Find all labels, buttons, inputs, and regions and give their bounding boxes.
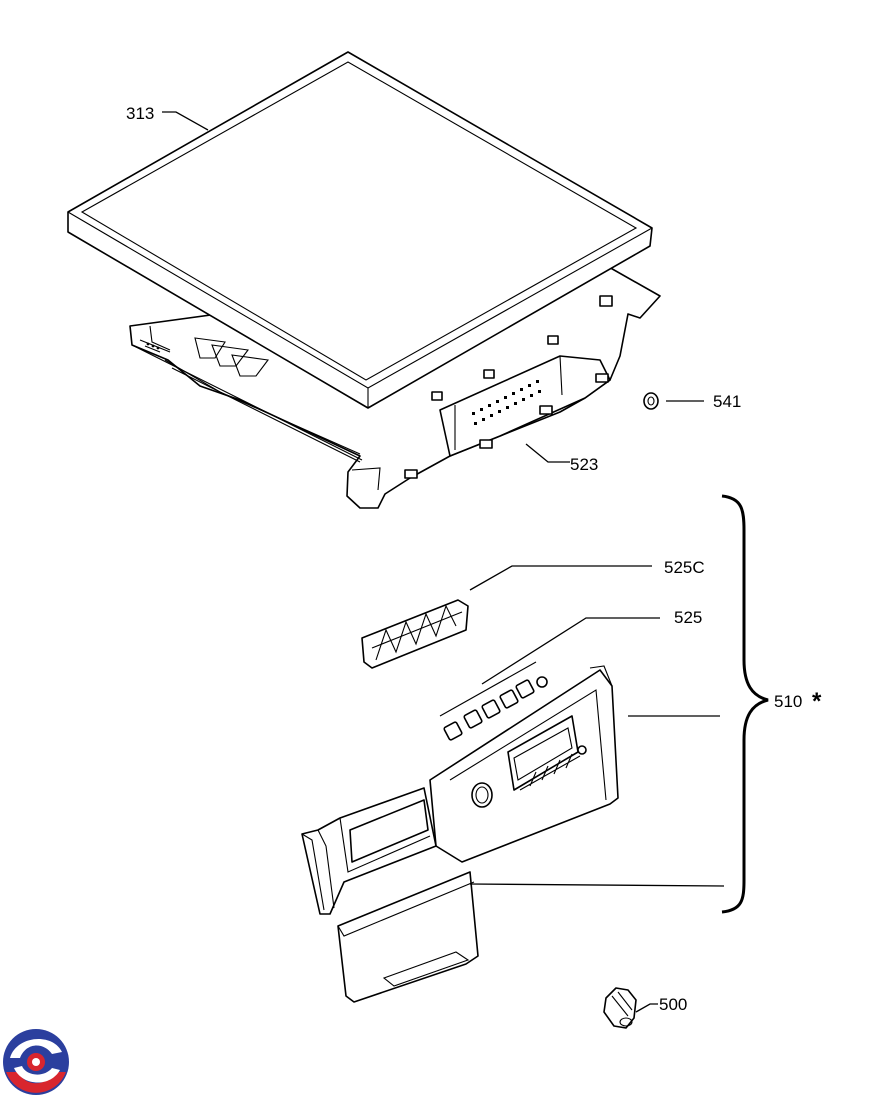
group-brace-510	[721, 494, 769, 914]
label-313: 313	[126, 104, 154, 123]
label-525: 525	[674, 608, 702, 627]
label-500: 500	[659, 995, 687, 1014]
part-510-control-panel	[301, 661, 619, 1003]
part-525c-button-bracket	[361, 599, 469, 669]
part-541-washer	[643, 392, 659, 410]
part-500-knob	[603, 987, 637, 1029]
label-541: 541	[713, 392, 741, 411]
brand-logo-icon	[3, 1029, 69, 1095]
label-510-mark: *	[812, 688, 822, 715]
label-523: 523	[570, 455, 598, 474]
part-313-top-lid	[67, 51, 653, 409]
leader-lines	[162, 111, 725, 1013]
label-510: 510	[774, 692, 802, 711]
label-525c: 525C	[664, 558, 705, 577]
